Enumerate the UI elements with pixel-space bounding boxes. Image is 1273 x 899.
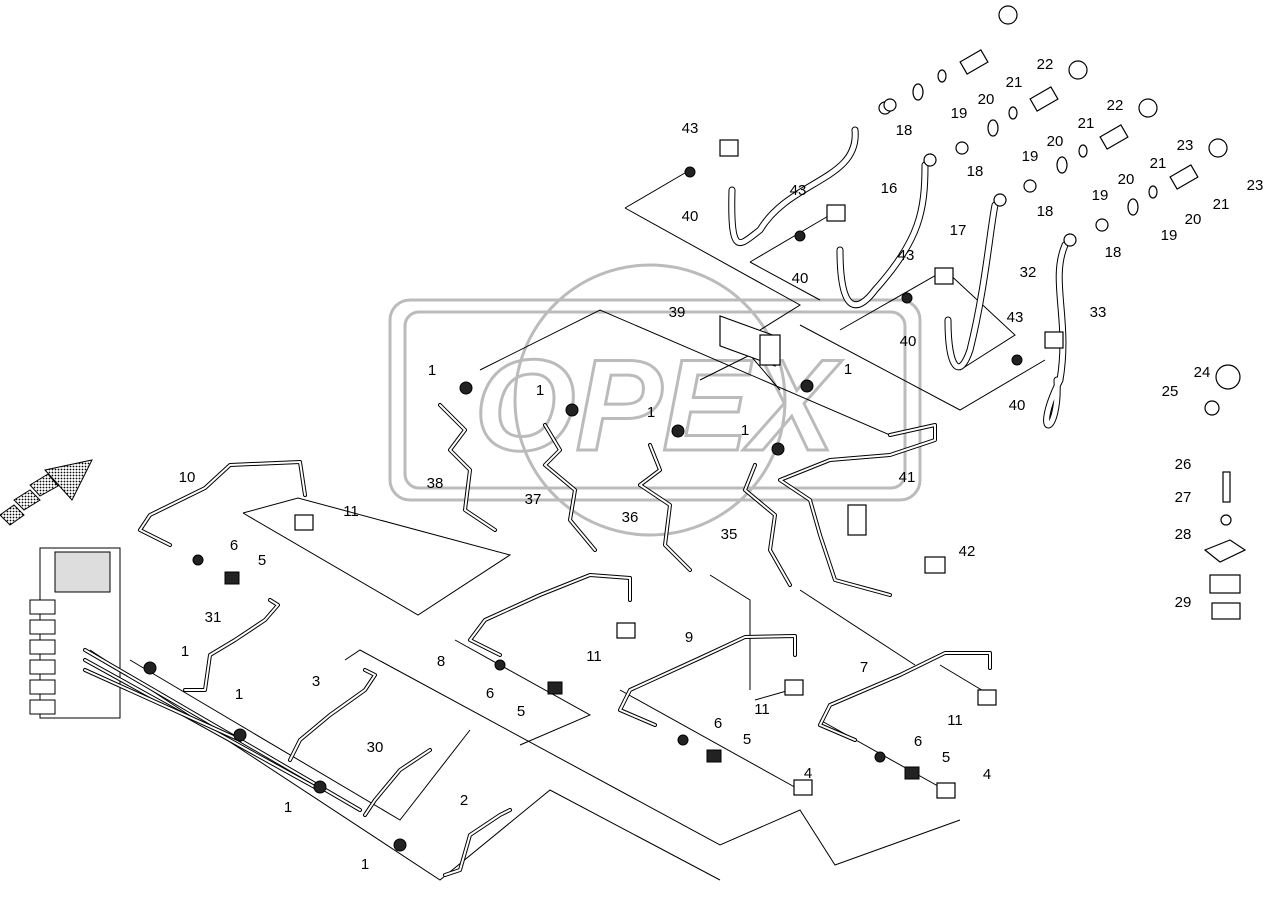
callout-22: 22 [1107, 97, 1124, 114]
callout-1: 1 [741, 422, 749, 439]
callout-26: 26 [1175, 456, 1192, 473]
watermark-logo: OPEX [388, 263, 922, 537]
callout-labels: 4340161819202122222120191817434043403218… [179, 56, 1264, 873]
callout-7: 7 [860, 659, 868, 676]
callout-25: 25 [1162, 383, 1179, 400]
callout-6: 6 [230, 537, 238, 554]
callout-11: 11 [343, 503, 359, 520]
callout-24: 24 [1194, 364, 1211, 381]
callout-35: 35 [721, 526, 738, 543]
callout-11: 11 [586, 648, 602, 665]
callout-27: 27 [1175, 489, 1192, 506]
callout-43: 43 [790, 182, 807, 199]
callout-11: 11 [754, 701, 770, 718]
callout-28: 28 [1175, 526, 1192, 543]
callout-1: 1 [235, 686, 243, 703]
callout-10: 10 [179, 469, 196, 486]
svg-text:OPEX: OPEX [474, 332, 843, 478]
arrow-up-right-icon [0, 459, 93, 526]
callout-9: 9 [685, 629, 693, 646]
callout-3: 3 [312, 673, 320, 690]
callout-23: 23 [1177, 137, 1194, 154]
callout-18: 18 [1037, 203, 1054, 220]
callout-23: 23 [1247, 177, 1264, 194]
callout-18: 18 [896, 122, 913, 139]
callout-4: 4 [804, 765, 812, 782]
callout-40: 40 [682, 208, 699, 225]
callout-1: 1 [536, 382, 544, 399]
fittings [143, 5, 1247, 852]
callout-21: 21 [1078, 115, 1095, 132]
callout-1: 1 [181, 643, 189, 660]
callout-19: 19 [951, 105, 968, 122]
callout-16: 16 [881, 180, 898, 197]
callout-1: 1 [647, 404, 655, 421]
callout-20: 20 [978, 91, 995, 108]
callout-33: 33 [1090, 304, 1107, 321]
callout-6: 6 [486, 685, 494, 702]
control-valve-block [29, 547, 121, 719]
callout-20: 20 [1185, 211, 1202, 228]
callout-19: 19 [1092, 187, 1109, 204]
callout-18: 18 [1105, 244, 1122, 261]
callout-42: 42 [959, 543, 976, 560]
callout-5: 5 [743, 731, 751, 748]
callout-40: 40 [792, 270, 809, 287]
callout-18: 18 [967, 163, 984, 180]
hydraulic-pipes [83, 403, 992, 877]
callout-43: 43 [682, 120, 699, 137]
hydraulic-hoses [728, 126, 1069, 429]
callout-21: 21 [1006, 74, 1023, 91]
callout-19: 19 [1161, 227, 1178, 244]
callout-32: 32 [1020, 264, 1037, 281]
callout-1: 1 [428, 362, 436, 379]
assembly-outlines [89, 169, 1046, 881]
callout-2: 2 [460, 792, 468, 809]
callout-4: 4 [983, 766, 991, 783]
callout-40: 40 [1009, 397, 1026, 414]
callout-43: 43 [1007, 309, 1024, 326]
callout-1: 1 [844, 361, 852, 378]
callout-6: 6 [914, 733, 922, 750]
callout-5: 5 [258, 552, 266, 569]
callout-40: 40 [900, 333, 917, 350]
callout-29: 29 [1175, 594, 1192, 611]
callout-20: 20 [1047, 133, 1064, 150]
callout-37: 37 [525, 491, 542, 508]
callout-1: 1 [284, 799, 292, 816]
callout-5: 5 [942, 749, 950, 766]
callout-1: 1 [361, 856, 369, 873]
callout-11: 11 [947, 712, 963, 729]
callout-6: 6 [714, 715, 722, 732]
callout-43: 43 [898, 247, 915, 264]
callout-21: 21 [1150, 155, 1167, 172]
callout-36: 36 [622, 509, 639, 526]
callout-20: 20 [1118, 171, 1135, 188]
callout-19: 19 [1022, 148, 1039, 165]
callout-39: 39 [669, 304, 686, 321]
callout-31: 31 [205, 609, 222, 626]
callout-21: 21 [1213, 196, 1230, 213]
callout-22: 22 [1037, 56, 1054, 73]
callout-30: 30 [367, 739, 384, 756]
callout-17: 17 [950, 222, 967, 239]
callout-41: 41 [899, 469, 916, 486]
callout-5: 5 [517, 703, 525, 720]
callout-38: 38 [427, 475, 444, 492]
callout-8: 8 [437, 653, 445, 670]
